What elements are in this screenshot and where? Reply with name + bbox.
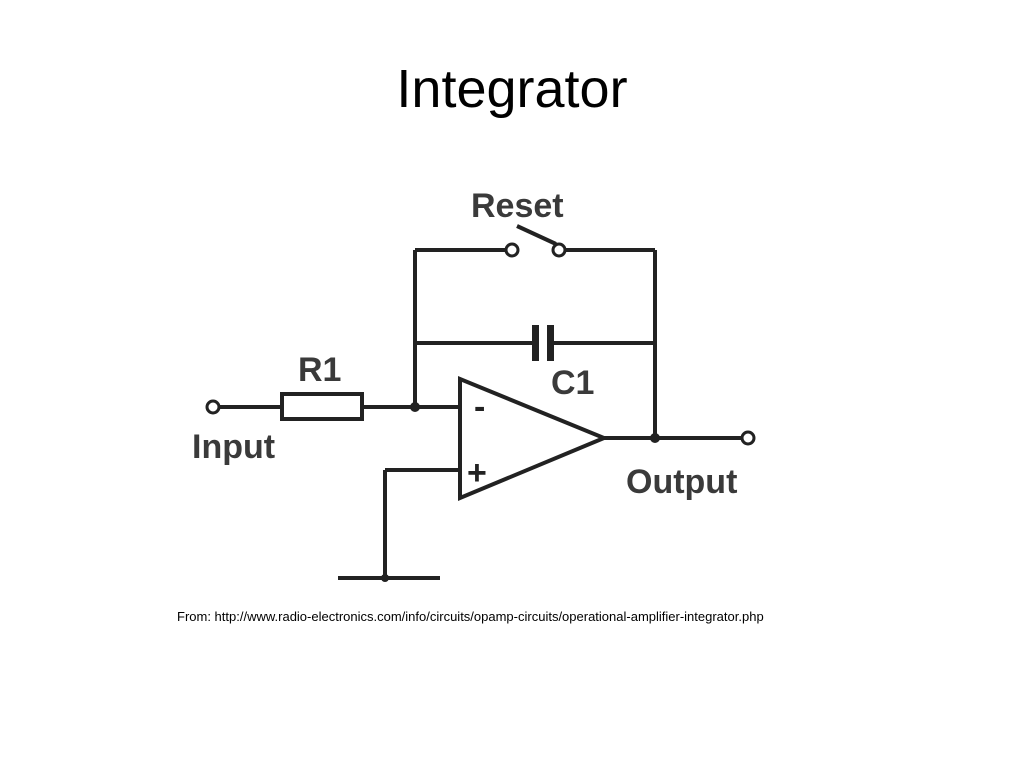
resistor-r1 <box>280 392 364 421</box>
r1-label: R1 <box>298 351 341 389</box>
inverting-input-sign: - <box>474 388 485 426</box>
input-terminal <box>205 399 221 415</box>
ground-node <box>381 574 389 582</box>
output-node <box>650 433 660 443</box>
reset-contact-left <box>504 242 520 258</box>
summing-node <box>410 402 420 412</box>
source-attribution: From: http://www.radio-electronics.com/i… <box>177 609 764 624</box>
slide-title: Integrator <box>396 59 628 119</box>
c1-label: C1 <box>551 364 594 402</box>
reset-switch-blade <box>516 224 557 246</box>
capacitor-c1-plate-right <box>547 325 554 361</box>
reset-label: Reset <box>471 187 564 225</box>
output-label: Output <box>626 463 737 501</box>
reset-contact-right <box>551 242 567 258</box>
opamp-triangle <box>458 376 610 501</box>
capacitor-c1-plate-left <box>532 325 539 361</box>
input-label: Input <box>192 428 275 466</box>
noninverting-input-sign: + <box>467 454 487 492</box>
output-terminal <box>740 430 756 446</box>
